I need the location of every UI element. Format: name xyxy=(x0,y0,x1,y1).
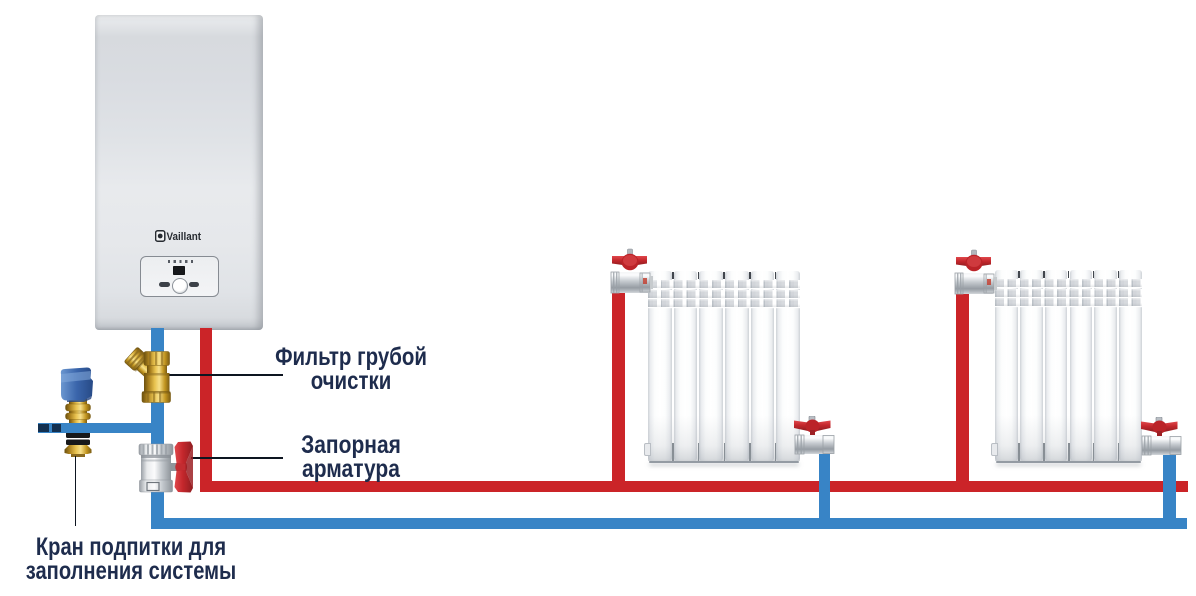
svg-text:Vaillant: Vaillant xyxy=(166,230,201,241)
